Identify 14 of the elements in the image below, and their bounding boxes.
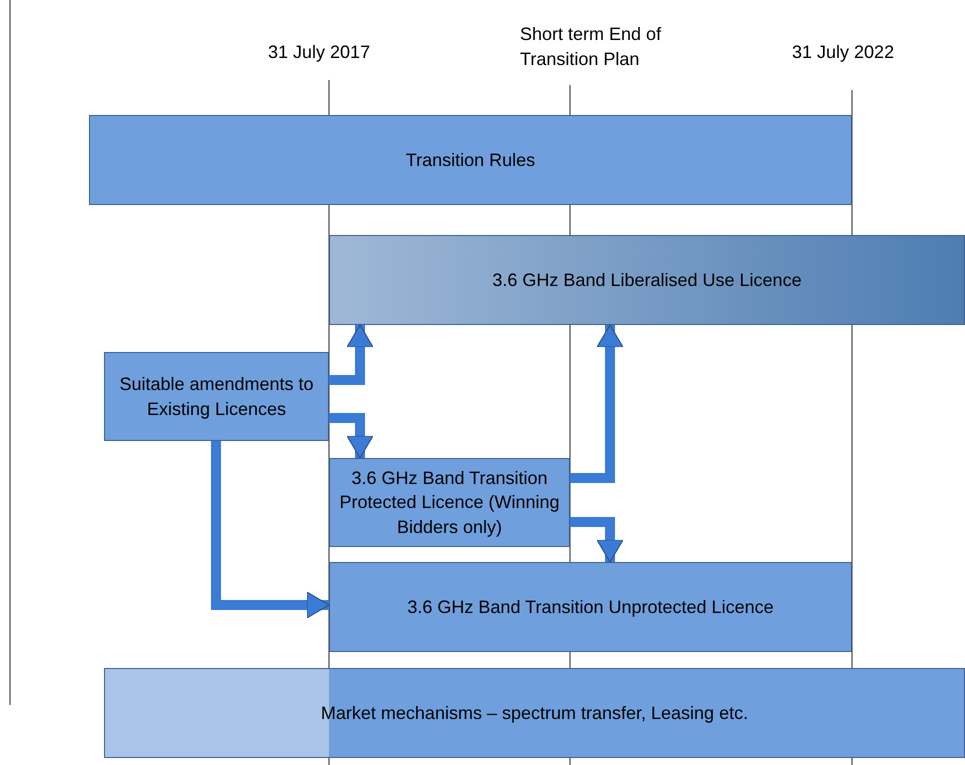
milestone-label: Short term End of Transition Plan [520,23,662,72]
period-bar: 3.6 GHz Band Transition Unprotected Licence [329,562,852,652]
date-label: 31 July 2017 [268,41,370,64]
period-bar: Transition Rules [89,115,852,205]
arrow [329,324,374,385]
period-bar: Market mechanisms – spectrum transfer, Leasing etc. [104,668,965,758]
arrow [570,517,624,562]
arrow [211,441,330,618]
arrow [570,324,624,483]
date-label: 31 July 2022 [792,41,894,64]
period-bar: Suitable amendments to Existing Licences [104,352,329,441]
arrow [329,413,374,458]
period-bar: 3.6 GHz Band Transition Protected Licence (Winning Bidders only) [329,458,570,547]
period-bar: 3.6 GHz Band Liberalised Use Licence [329,235,965,325]
